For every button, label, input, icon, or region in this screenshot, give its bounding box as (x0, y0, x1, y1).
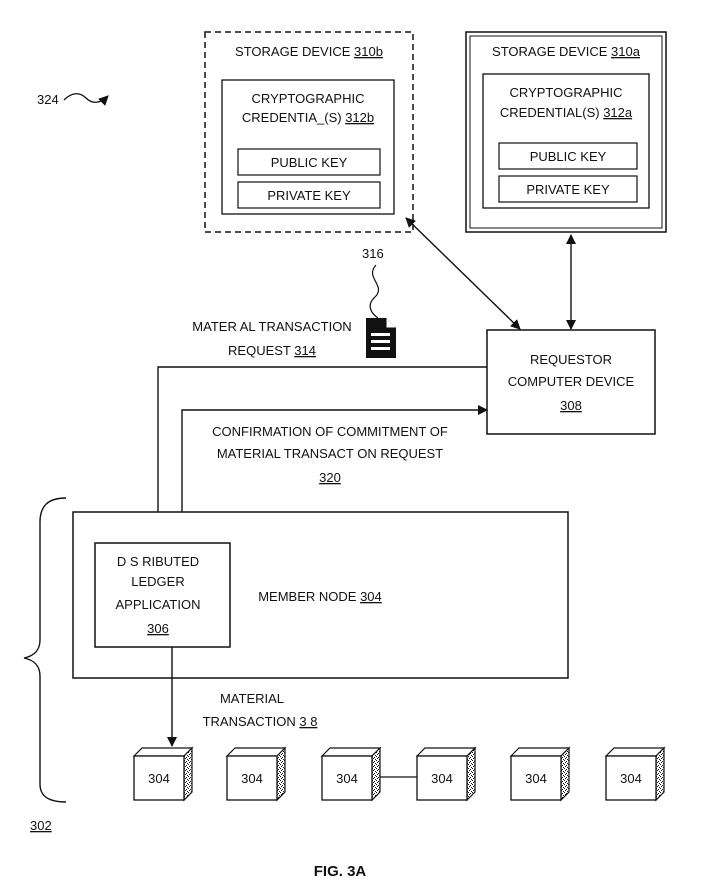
network-nodes: 304 304 304 304 304 (134, 748, 664, 800)
node-cube-2-label: 304 (241, 771, 263, 786)
document-icon-line1 (371, 333, 390, 336)
ref-316-squiggle (370, 265, 378, 318)
storage-device-310b: STORAGE DEVICE 310b CRYPTOGRAPHIC CREDEN… (205, 32, 413, 232)
node-cube-4-label: 304 (431, 771, 453, 786)
document-icon-line2 (371, 340, 390, 343)
node-cube-2: 304 (227, 748, 285, 800)
node-cube-6: 304 (606, 748, 664, 800)
node-cube-4: 304 (417, 748, 475, 800)
ref-324-squiggle (64, 94, 108, 103)
storage-b-cred-line2: CREDENTIA_(S) 312b (242, 110, 374, 125)
storage-b-private-key: PRIVATE KEY (267, 188, 351, 203)
figure-label: FIG. 3A (314, 863, 367, 880)
distributed-ledger-application: D S RIBUTED LEDGER APPLICATION 306 (95, 543, 230, 647)
ledger-app-line3: APPLICATION (115, 597, 200, 612)
material-tx-line1: MATERIAL (220, 691, 284, 706)
requestor-computer-device: REQUESTOR COMPUTER DEVICE 308 (487, 330, 655, 434)
arrow-storage-b-requestor (406, 218, 520, 329)
node-cube-6-label: 304 (620, 771, 642, 786)
storage-b-public-key: PUBLIC KEY (271, 155, 348, 170)
node-cube-5: 304 (511, 748, 569, 800)
network-brace (24, 498, 66, 802)
storage-b-cred-line1: CRYPTOGRAPHIC (252, 91, 365, 106)
ledger-app-ref: 306 (147, 621, 169, 636)
ledger-app-line2: LEDGER (131, 574, 184, 589)
ledger-app-line1: D S RIBUTED (117, 554, 199, 569)
requestor-line2: COMPUTER DEVICE (508, 374, 635, 389)
ref-316-label: 316 (362, 246, 384, 261)
ref-302-label: 302 (30, 818, 52, 833)
requestor-ref: 308 (560, 398, 582, 413)
request-label-line2: REQUEST 314 (228, 343, 316, 358)
node-cube-1-label: 304 (148, 771, 170, 786)
document-icon-fold (386, 318, 396, 328)
storage-a-title: STORAGE DEVICE 310a (492, 44, 641, 59)
storage-b-title: STORAGE DEVICE 310b (235, 44, 383, 59)
node-cube-3: 304 (322, 748, 380, 800)
storage-a-cred-line2: CREDENTIAL(S) 312a (500, 105, 633, 120)
document-icon-line3 (371, 347, 390, 350)
node-cube-3-label: 304 (336, 771, 358, 786)
confirm-line1: CONFIRMATION OF COMMITMENT OF (212, 424, 448, 439)
ref-324-label: 324 (37, 92, 59, 107)
document-icon (366, 318, 396, 358)
request-label-line1: MATER AL TRANSACTION (192, 319, 351, 334)
material-tx-line2: TRANSACTION 3 8 (203, 714, 318, 729)
storage-device-310a: STORAGE DEVICE 310a CRYPTOGRAPHIC CREDEN… (466, 32, 666, 232)
storage-a-public-key: PUBLIC KEY (530, 149, 607, 164)
confirm-line2: MATERIAL TRANSACT ON REQUEST (217, 446, 443, 461)
node-cube-1: 304 (134, 748, 192, 800)
storage-a-cred-line1: CRYPTOGRAPHIC (510, 85, 623, 100)
confirm-ref: 320 (319, 470, 341, 485)
member-node-label: MEMBER NODE 304 (258, 589, 382, 604)
storage-a-private-key: PRIVATE KEY (526, 182, 610, 197)
node-cube-5-label: 304 (525, 771, 547, 786)
requestor-line1: REQUESTOR (530, 352, 612, 367)
